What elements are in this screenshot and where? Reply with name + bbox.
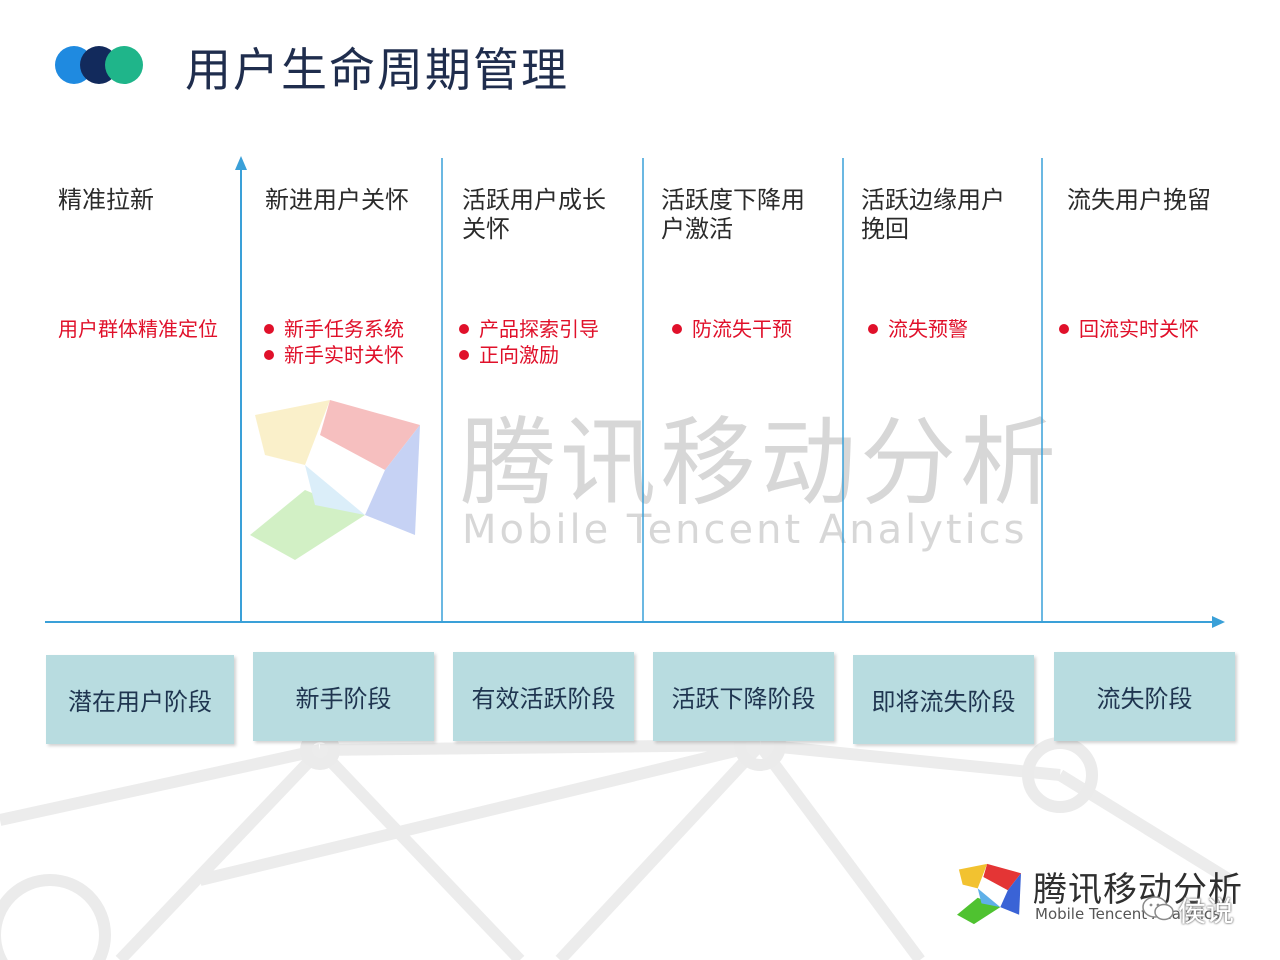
column-items: 防流失干预 — [670, 316, 845, 342]
list-item: 流失预警 — [866, 316, 1041, 342]
vertical-axis-arrow — [235, 156, 247, 170]
bullet-icon — [672, 324, 682, 334]
list-item: 正向激励 — [457, 342, 632, 368]
column-items: 回流实时关怀 — [1057, 316, 1232, 342]
column-title: 流失用户挽留 — [1067, 186, 1211, 214]
list-item: 新手任务系统 — [262, 316, 437, 342]
bullet-icon — [868, 324, 878, 334]
column-note: 用户群体精准定位 — [58, 317, 218, 341]
bullet-icon — [459, 350, 469, 360]
bullet-icon — [264, 350, 274, 360]
wechat-account-name: 侯说 — [1178, 895, 1235, 928]
bullet-icon — [264, 324, 274, 334]
watermark-english: Mobile Tencent Analytics — [462, 507, 1028, 553]
stage-box: 活跃下降阶段 — [653, 652, 834, 741]
watermark-logo-icon — [250, 400, 420, 560]
wechat-icon — [1142, 896, 1174, 921]
list-item: 产品探索引导 — [457, 316, 632, 342]
list-item: 回流实时关怀 — [1057, 316, 1232, 342]
stage-box: 即将流失阶段 — [853, 655, 1034, 744]
stage-box: 有效活跃阶段 — [453, 652, 634, 741]
column-title: 精准拉新 — [58, 186, 154, 214]
list-item: 新手实时关怀 — [262, 342, 437, 368]
page-title: 用户生命周期管理 — [185, 43, 569, 97]
bullet-icon — [1059, 324, 1069, 334]
stage-box: 新手阶段 — [253, 652, 434, 741]
column-title: 新进用户关怀 — [265, 186, 409, 214]
column-title: 活跃用户成长关怀 — [462, 186, 606, 243]
column-items: 新手任务系统 新手实时关怀 — [262, 316, 437, 368]
header-dot-green — [105, 46, 143, 84]
brand-logo-icon — [957, 863, 1021, 925]
footer-brand-chinese: 腾讯移动分析 — [1033, 870, 1243, 910]
stage-box: 流失阶段 — [1054, 652, 1235, 741]
stage-box: 潜在用户阶段 — [46, 655, 234, 744]
column-items: 流失预警 — [866, 316, 1041, 342]
list-item: 防流失干预 — [670, 316, 845, 342]
footer-brand-english: Mobile Tencent Analytics — [1035, 905, 1221, 923]
bullet-icon — [459, 324, 469, 334]
column-title: 活跃度下降用户激活 — [661, 186, 805, 243]
watermark-chinese: 腾讯移动分析 — [460, 407, 1060, 519]
column-title: 活跃边缘用户挽回 — [861, 186, 1005, 243]
horizontal-axis-arrow — [1212, 616, 1225, 628]
column-items: 产品探索引导 正向激励 — [457, 316, 632, 368]
